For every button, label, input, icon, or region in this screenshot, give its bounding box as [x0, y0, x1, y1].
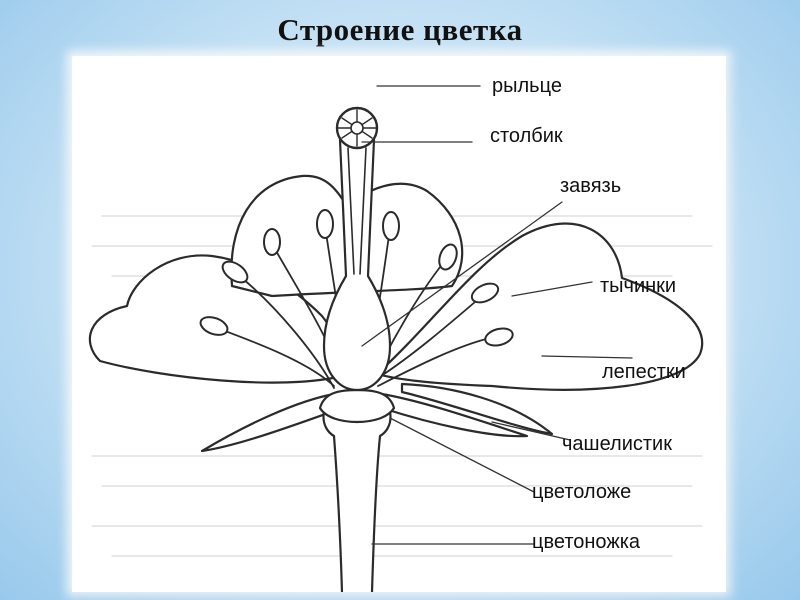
stamen-anthers [199, 209, 514, 347]
flower-drawing [88, 85, 713, 592]
label-petals: лепестки [602, 361, 686, 383]
leader-lines [361, 85, 633, 545]
anther [484, 327, 514, 347]
anther [316, 209, 334, 239]
leader-sepal [491, 421, 571, 441]
pistil [322, 106, 392, 392]
anther [221, 260, 249, 284]
peduncle [322, 396, 392, 592]
label-ovary: завязь [560, 175, 622, 197]
page-title: Строение цветка [277, 12, 523, 47]
sepal-far-right [400, 382, 554, 436]
anther [199, 316, 229, 336]
stigma [335, 106, 379, 150]
anther [382, 211, 400, 241]
anther [438, 243, 458, 271]
label-stamens: тычинки [600, 275, 677, 297]
leader-ovary [361, 201, 563, 347]
leader-receptacle [389, 417, 535, 493]
leader-petals [541, 355, 633, 359]
flower-diagram: рыльце столбик завязь тычинки лепестки ч… [72, 56, 726, 592]
style [347, 147, 367, 275]
sepal-right [380, 392, 529, 438]
label-peduncle: цветоножка [532, 531, 641, 553]
stem [318, 388, 396, 592]
label-sepal: чашелистик [562, 433, 672, 455]
sepals [200, 382, 554, 453]
anther [263, 228, 281, 256]
sepal-left [200, 392, 336, 453]
label-stigma: рыльце [492, 75, 562, 97]
anther [470, 282, 500, 304]
leader-stamens [511, 281, 593, 297]
label-style: столбик [490, 125, 563, 147]
ovary [322, 138, 392, 392]
label-receptacle: цветоложе [532, 481, 632, 503]
receptacle [318, 388, 396, 424]
